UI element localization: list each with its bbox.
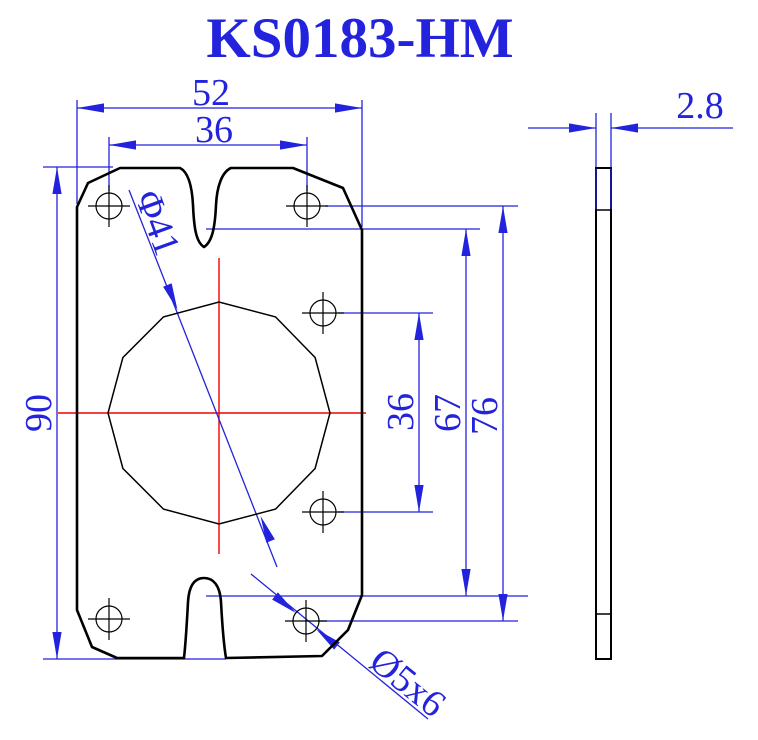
dim-arrow: [109, 140, 136, 150]
dim-arrow: [461, 569, 471, 596]
center-hole-polygon: [107, 301, 331, 525]
side-dimensions: 2.8: [528, 85, 733, 133]
dim-arrow: [52, 632, 62, 659]
dim-arrow: [461, 229, 471, 256]
side-plate-segments: [595, 167, 612, 660]
dim-label-corner-hole-spacing: 76: [464, 397, 506, 435]
leader-line-center-hole: [128, 189, 278, 568]
dim-arrow: [313, 625, 340, 650]
dim-arrow: [77, 103, 104, 113]
label-center-hole-diameter: Φ41: [126, 185, 188, 261]
plate-outline: [75, 166, 364, 660]
hole-middle-lower: [302, 491, 344, 533]
dim-arrow: [414, 485, 424, 512]
dim-label-thickness: 2.8: [676, 85, 724, 127]
hole-bottom-left: [88, 598, 130, 640]
dim-arrow: [498, 206, 508, 233]
dim-arrow: [335, 103, 362, 113]
side-plate-outline: [595, 168, 612, 659]
dim-arrow: [52, 167, 62, 194]
hole-bottom-right: [285, 600, 327, 642]
dim-arrow: [611, 123, 638, 133]
dim-label-overall-height: 90: [18, 394, 60, 432]
hole-middle-upper: [302, 292, 344, 334]
dim-arrow: [569, 123, 596, 133]
hole-top-right: [286, 185, 328, 227]
label-mounting-holes: Ø5x6: [362, 640, 454, 726]
dim-arrow: [498, 594, 508, 621]
hole-top-left: [88, 185, 130, 227]
dim-label-middle-hole-spacing: 36: [380, 393, 422, 431]
dim-arrow: [414, 313, 424, 340]
front-view: 52 36 90 36: [18, 72, 528, 726]
dim-arrow: [256, 514, 275, 543]
dim-label-top-hole-spacing: 36: [195, 109, 233, 151]
centerlines: [58, 258, 366, 554]
dim-arrow: [163, 283, 182, 312]
dim-arrow: [280, 140, 307, 150]
dim-label-overall-width: 52: [192, 72, 230, 114]
mounting-holes: [88, 185, 344, 642]
side-view: 2.8: [528, 85, 733, 660]
drawing-title: KS0183-HM: [206, 7, 513, 70]
front-dimensions: 52 36 90 36: [18, 72, 528, 726]
dim-label-right-edge-length: 67: [427, 394, 469, 432]
